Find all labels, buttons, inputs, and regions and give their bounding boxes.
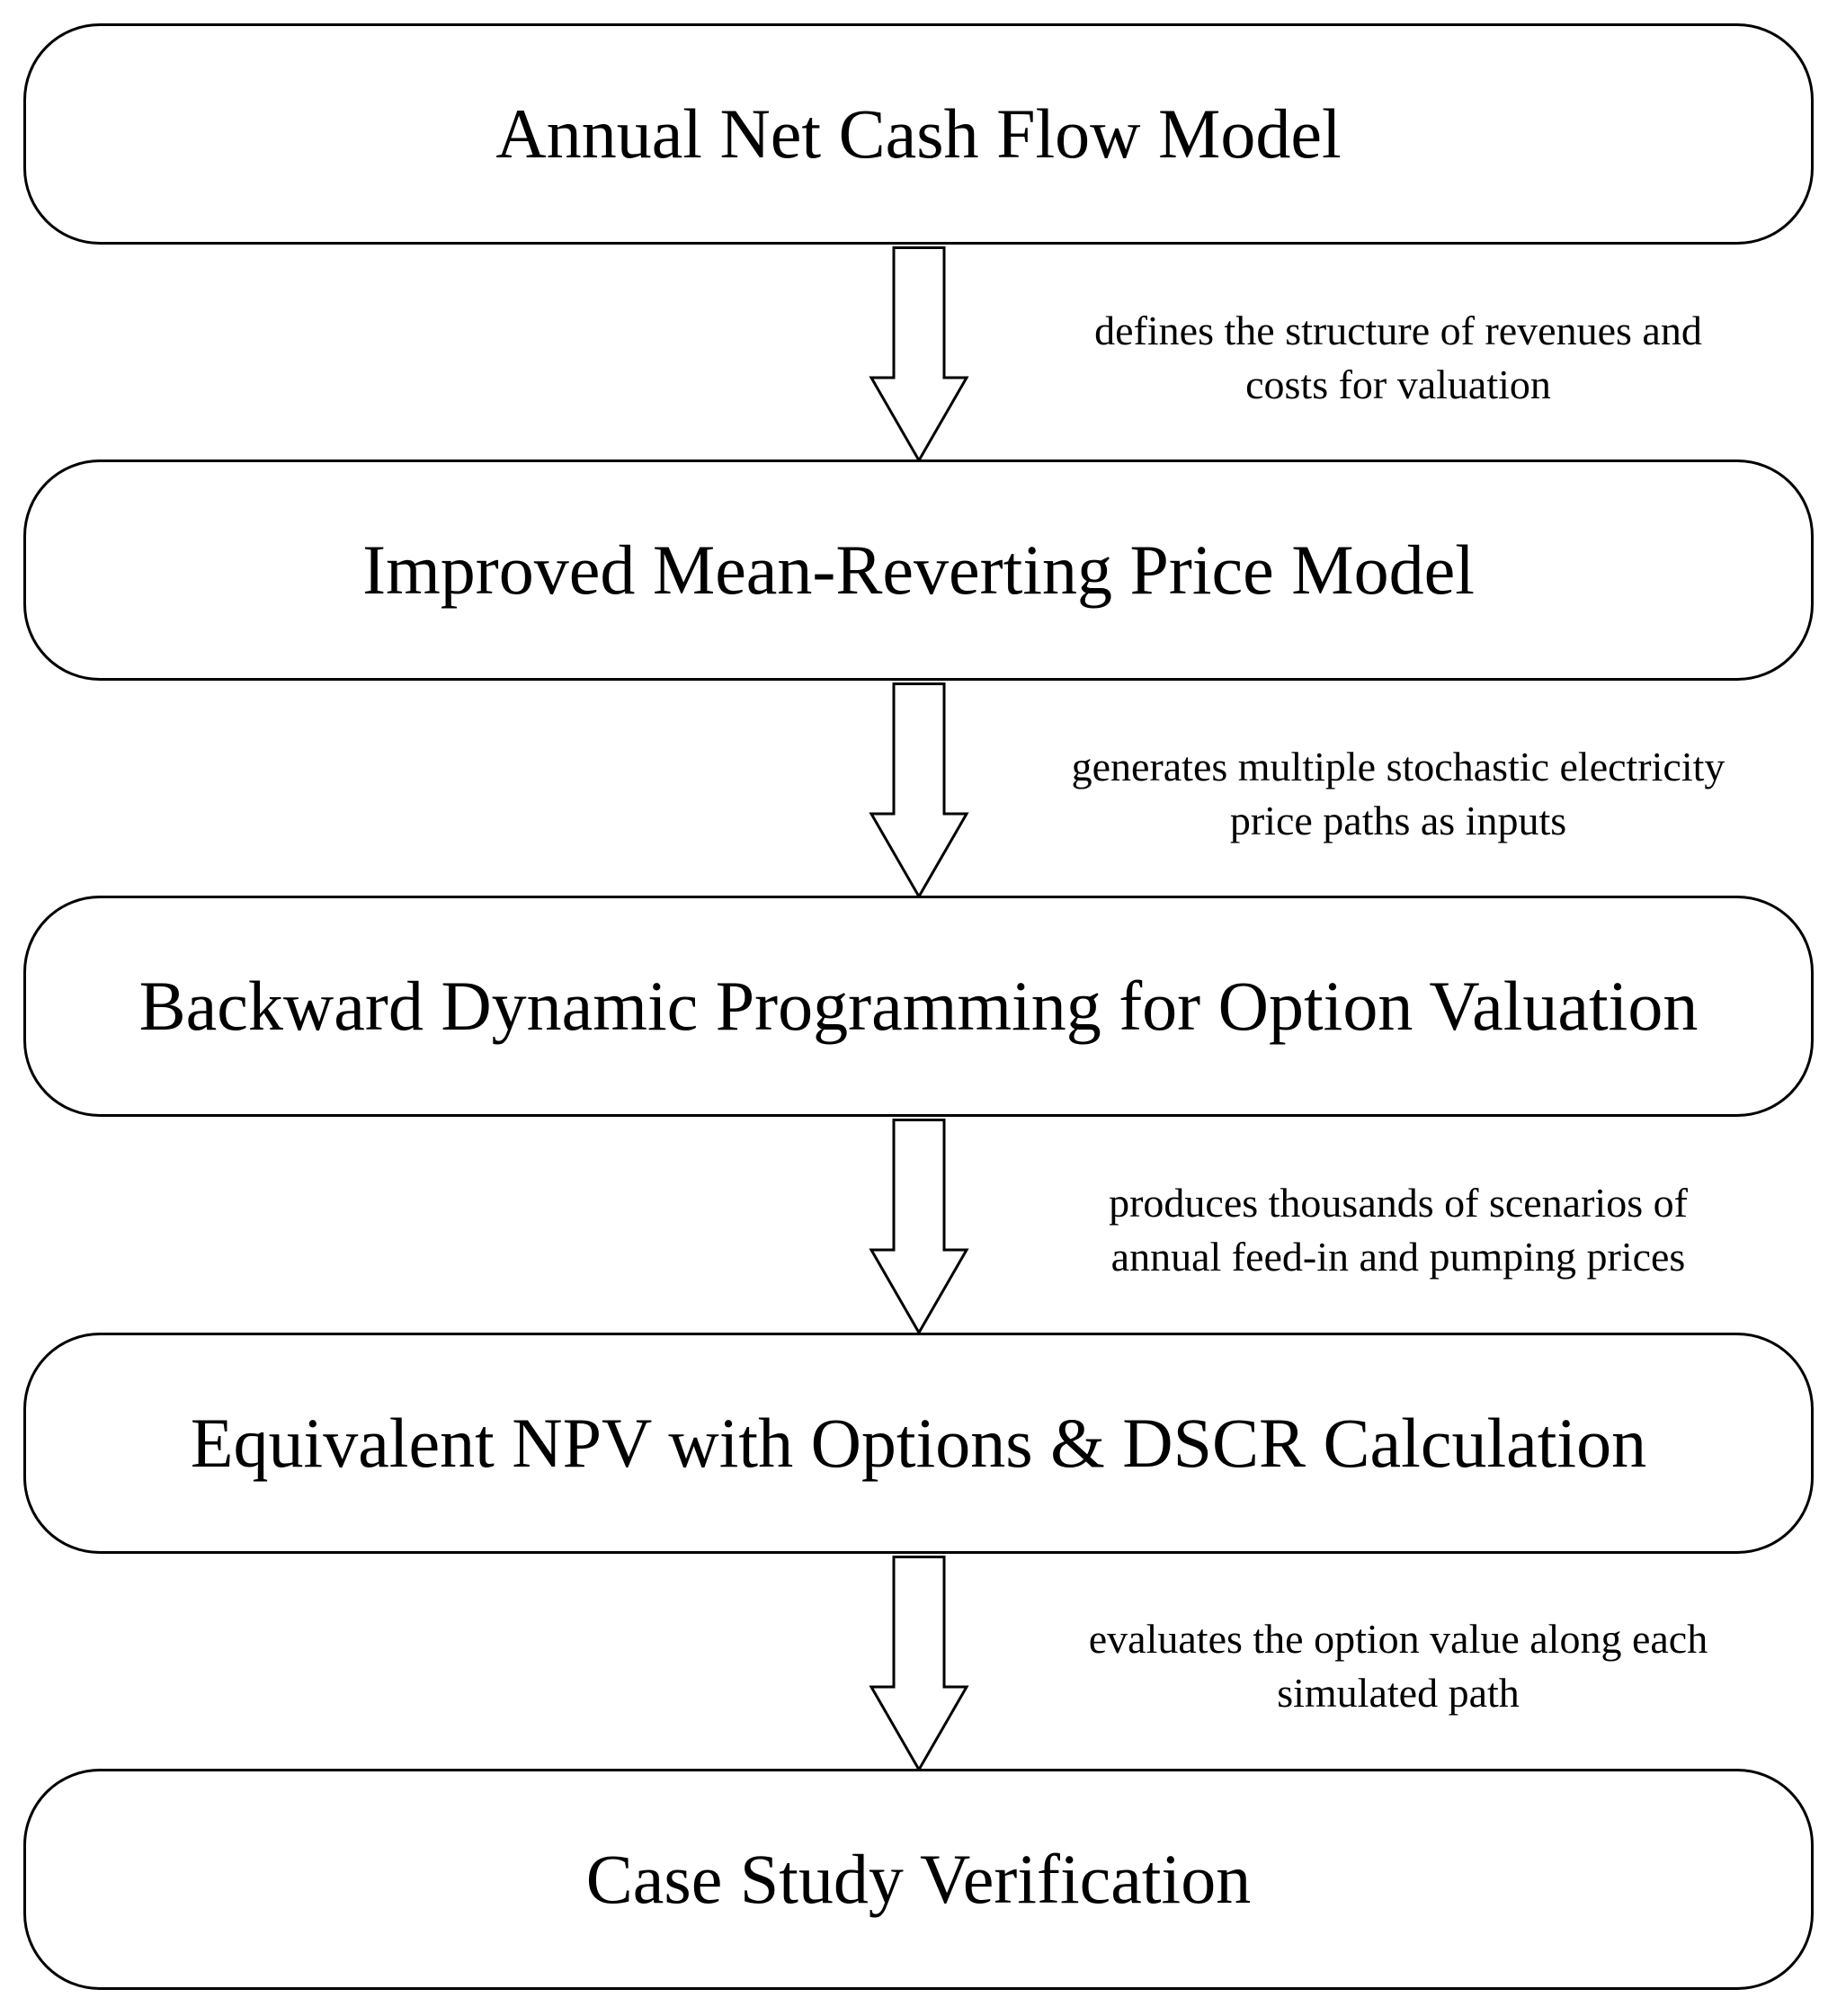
connector-note: defines the structure of revenues and co…	[1007, 304, 1789, 412]
connector-note-line: produces thousands of scenarios of	[1109, 1180, 1688, 1226]
connector-note: produces thousands of scenarios of annua…	[1007, 1176, 1789, 1284]
down-arrow-icon	[869, 1119, 969, 1334]
step-label: Backward Dynamic Programming for Option …	[138, 967, 1699, 1045]
step-box-equivalent-npv-dscr: Equivalent NPV with Options & DSCR Calcu…	[23, 1333, 1814, 1554]
step-label: Equivalent NPV with Options & DSCR Calcu…	[190, 1404, 1647, 1482]
step-box-case-study-verification: Case Study Verification	[23, 1769, 1814, 1990]
step-box-improved-mean-reverting-price-model: Improved Mean-Reverting Price Model	[23, 459, 1814, 681]
step-box-annual-net-cash-flow-model: Annual Net Cash Flow Model	[23, 23, 1814, 245]
connector-note: generates multiple stochastic electricit…	[1007, 740, 1789, 848]
connector-note-line: costs for valuation	[1245, 361, 1551, 407]
down-arrow-icon	[869, 682, 969, 898]
step-label: Improved Mean-Reverting Price Model	[362, 531, 1475, 609]
down-arrow-icon	[869, 1556, 969, 1771]
step-label: Case Study Verification	[585, 1840, 1252, 1918]
connector-note-line: simulated path	[1277, 1670, 1520, 1716]
connector-note-line: generates multiple stochastic electricit…	[1071, 744, 1726, 789]
connector-note-line: price paths as inputs	[1229, 798, 1567, 843]
connector-note-line: annual feed-in and pumping prices	[1110, 1234, 1686, 1280]
step-label: Annual Net Cash Flow Model	[495, 94, 1342, 173]
step-box-backward-dynamic-programming: Backward Dynamic Programming for Option …	[23, 896, 1814, 1117]
connector-note: evaluates the option value along each si…	[1007, 1612, 1789, 1720]
connector-note-line: defines the structure of revenues and	[1094, 308, 1702, 353]
connector-note-line: evaluates the option value along each	[1088, 1616, 1708, 1662]
down-arrow-icon	[869, 246, 969, 462]
